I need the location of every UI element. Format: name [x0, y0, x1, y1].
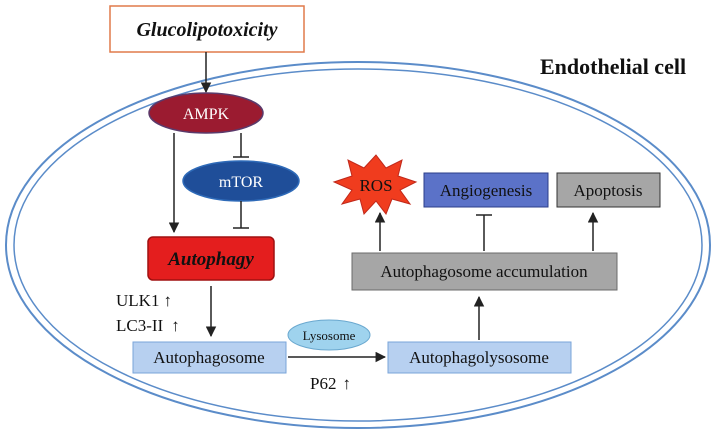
accumulation-box: [351, 252, 618, 291]
autophagy-box: [147, 236, 275, 281]
ros-label: ROS: [359, 176, 392, 195]
glucolipotoxicity-label: Glucolipotoxicity: [136, 19, 277, 41]
autophagosome-box: [132, 341, 287, 374]
lysosome-label: Lysosome: [303, 328, 356, 343]
apoptosis-label: Apoptosis: [574, 181, 643, 200]
mtor-label: mTOR: [219, 174, 263, 191]
lc3-label: LC3-II↑: [116, 316, 180, 335]
ampk-label: AMPK: [183, 106, 230, 123]
ros-starburst: [332, 154, 418, 216]
lysosome-node: [287, 319, 371, 351]
autophagy-label: Autophagy: [167, 249, 254, 270]
cell-title: Endothelial cell: [540, 54, 686, 79]
accumulation-label: Autophagosome accumulation: [380, 262, 588, 281]
cell-membrane-outer: [5, 61, 711, 429]
cell-membrane-inner: [13, 68, 703, 422]
ulk1-label: ULK1↑: [116, 291, 172, 310]
glucolipotoxicity-box: [109, 5, 305, 53]
angiogenesis-label: Angiogenesis: [440, 181, 533, 200]
p62-label: P62↑: [310, 374, 351, 393]
angiogenesis-box: [423, 172, 549, 208]
autophagolysosome-label: Autophagolysosome: [409, 348, 549, 367]
apoptosis-box: [556, 172, 661, 208]
autophagolysosome-box: [387, 341, 572, 374]
ampk-node: [148, 92, 264, 134]
autophagosome-label: Autophagosome: [153, 348, 264, 367]
